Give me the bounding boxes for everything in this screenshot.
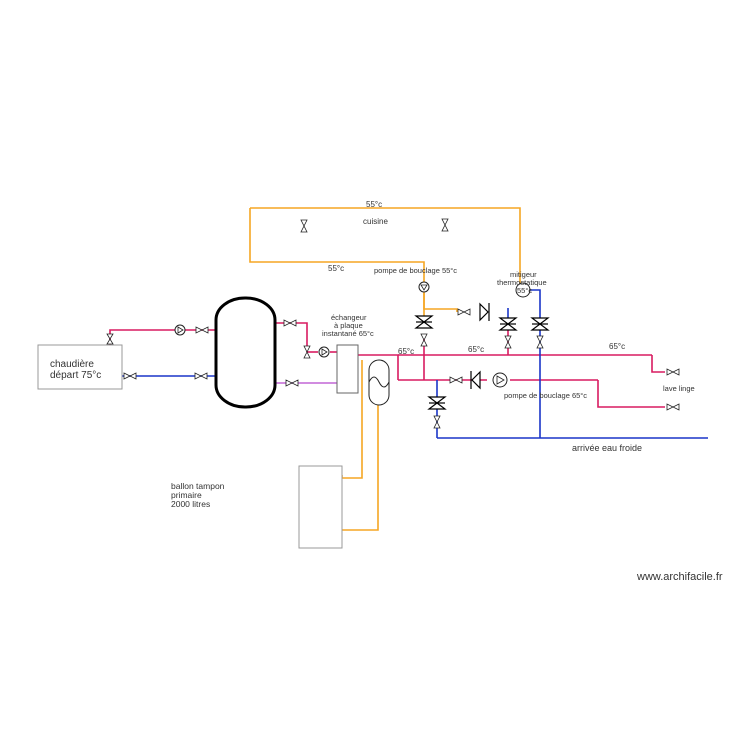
label-pompe-bouclage-65: pompe de bouclage 65°c [504, 391, 587, 400]
label-arrivee-eau-froide: arrivée eau froide [572, 443, 642, 453]
valve-boiler-return [123, 372, 137, 380]
check-valve-loop-65 [470, 370, 481, 390]
label-instantane: instantané 65°c [322, 329, 374, 338]
check-valve-cold-inlet [427, 396, 447, 410]
label-temp-55-top: 55°c [366, 200, 382, 209]
valve-tank-return [194, 372, 208, 380]
label-a-plaque: à plaque [334, 321, 363, 330]
buffer-tank [214, 296, 277, 409]
label-primaire: primaire [171, 490, 202, 500]
label-lave-linge: lave linge [663, 384, 695, 393]
valve-lave-linge-1 [666, 368, 680, 376]
check-valve-mixer-hot [498, 317, 518, 331]
valve-mix-line [285, 379, 299, 387]
check-valve-mixer-cold [530, 317, 550, 331]
label-2000-litres: 2000 litres [171, 499, 210, 509]
valve-cuisine-1 [300, 219, 308, 233]
valve-mixer-cold [536, 335, 544, 349]
valve-loop-65 [449, 376, 463, 384]
label-ballon-tampon: ballon tampon [171, 481, 225, 491]
valve-loop-55-return [457, 308, 471, 316]
watermark: www.archifacile.fr [636, 571, 723, 583]
storage-tank [298, 465, 343, 549]
label-mitigeur: mitigeur [510, 270, 537, 279]
label-temp-65-a: 65°c [398, 347, 414, 356]
label-temp-65-b: 65°c [468, 345, 484, 354]
valve-cuisine-2 [441, 218, 449, 232]
label-temp-65-c: 65°c [609, 342, 625, 351]
label-chaudiere: chaudière [50, 359, 94, 370]
cold-pipes [122, 289, 708, 439]
label-temp-55-left: 55°c [328, 264, 344, 273]
check-valve-loop-55-return [479, 302, 490, 322]
label-mitigeur-temp: 55°c [517, 286, 532, 295]
valve-exchanger-top [283, 319, 297, 327]
loop-pump-65 [492, 372, 508, 388]
valve-cold-inlet [433, 415, 441, 429]
valve-tank-supply [195, 326, 209, 334]
label-pompe-bouclage-55: pompe de bouclage 55°c [374, 266, 457, 275]
valve-loop-55-upper [420, 333, 428, 347]
valve-exchanger-side [303, 345, 311, 359]
thermostatic-mixer [515, 282, 531, 298]
heat-exchanger-coil [368, 359, 390, 406]
check-valve-loop-55 [414, 315, 434, 329]
loop-pump-55 [418, 281, 430, 293]
valve-mixer-hot [504, 335, 512, 349]
valve-boiler-supply [106, 333, 114, 345]
valve-lave-linge-2 [666, 403, 680, 411]
plate-exchanger [336, 344, 359, 394]
label-cuisine: cuisine [363, 217, 388, 226]
label-thermostatique: thermostatique [497, 278, 547, 287]
exchanger-pump [318, 346, 330, 358]
boiler-pump [174, 324, 186, 336]
label-echangeur: échangeur [331, 313, 367, 322]
boiler-box [37, 344, 123, 390]
label-depart-75: départ 75°c [50, 370, 101, 381]
